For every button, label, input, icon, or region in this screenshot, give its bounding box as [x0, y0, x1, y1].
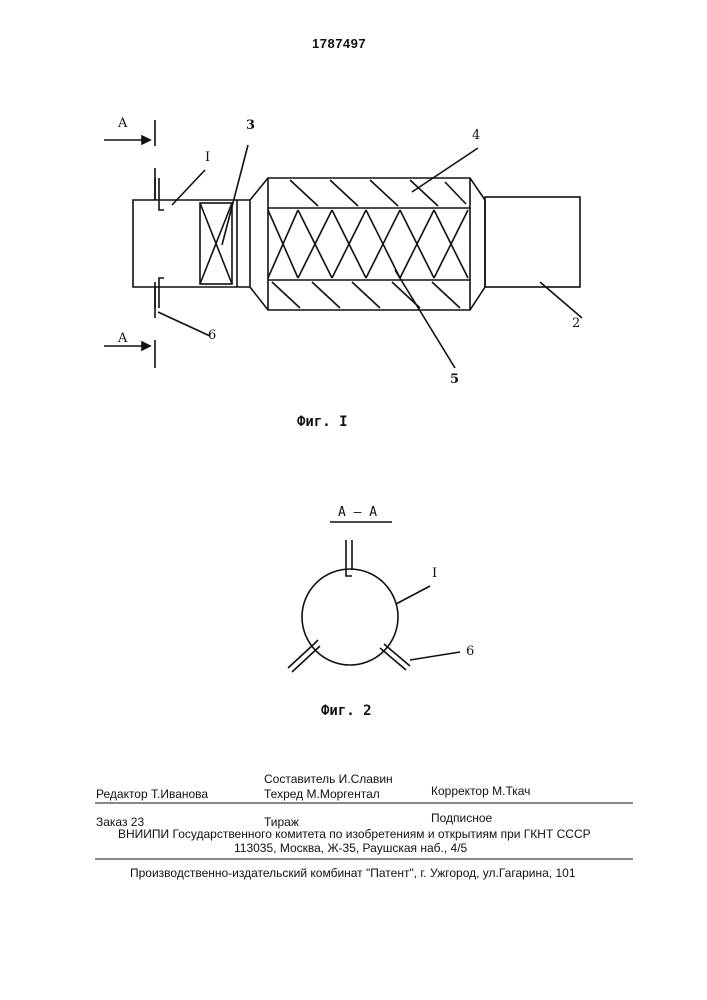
- compiler: Составитель И.Славин: [264, 772, 393, 786]
- address: 113035, Москва, Ж-35, Раушская наб., 4/5: [234, 841, 467, 855]
- figure-2-label-1: I: [432, 566, 437, 581]
- corrector: Корректор М.Ткач: [431, 784, 530, 798]
- label-6: 6: [208, 328, 216, 343]
- label-1: I: [205, 150, 210, 165]
- figure-1-caption: Фиг. I: [297, 414, 348, 430]
- section-letter-bottom: A: [118, 331, 127, 346]
- figure-2-section-title: A – A: [338, 505, 377, 520]
- publisher: Производственно-издательский комбинат "П…: [130, 866, 576, 880]
- figure-1-drawing: [104, 120, 582, 368]
- figure-2-drawing: [288, 522, 460, 672]
- subscription: Подписное: [431, 811, 492, 825]
- figure-2-caption: Фиг. 2: [321, 703, 372, 719]
- patent-number: 1787497: [312, 36, 366, 51]
- editor: Редактор Т.Иванова: [96, 787, 208, 801]
- techred: Техред М.Моргентал: [264, 787, 380, 801]
- label-5: 5: [450, 372, 459, 387]
- section-letter-top: A: [118, 116, 127, 131]
- label-3: 3: [246, 118, 255, 133]
- institute: ВНИИПИ Государственного комитета по изоб…: [118, 827, 591, 841]
- figure-2-label-6: 6: [466, 644, 474, 659]
- label-2: 2: [572, 316, 580, 331]
- label-4: 4: [472, 128, 480, 143]
